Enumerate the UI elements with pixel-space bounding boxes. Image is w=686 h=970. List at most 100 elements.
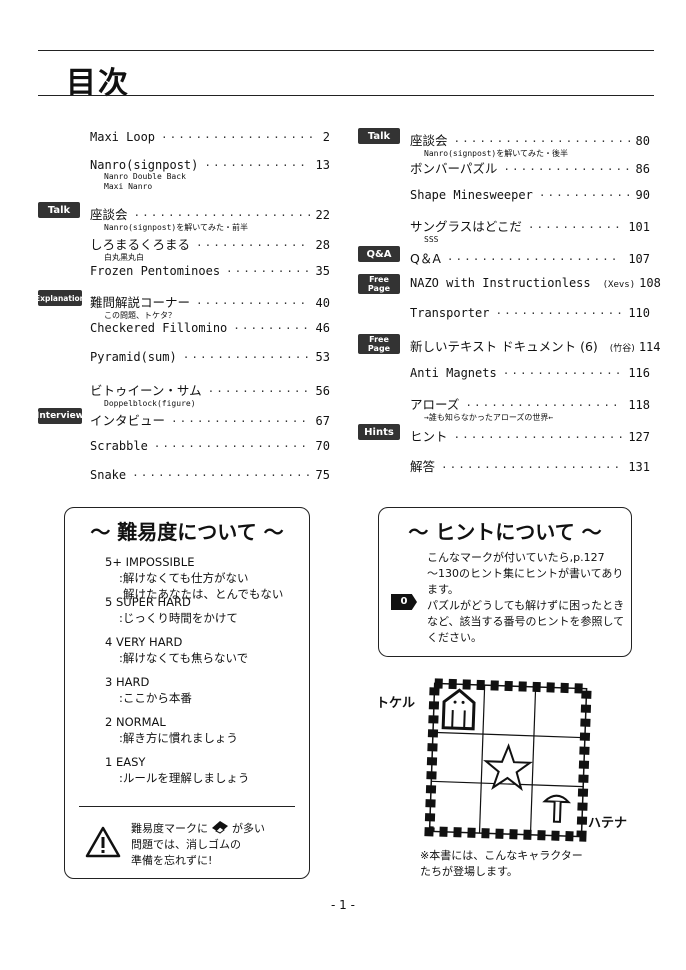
toc-subtitle: Maxi Nanro [104, 182, 153, 191]
warning-line-1b: が多い [232, 822, 265, 835]
toc-leader-dots: ········································… [233, 322, 309, 335]
toc-entry[interactable]: Q&A Q＆A··································… [358, 246, 650, 267]
toc-entry[interactable]: サングラスはどこだ·······························… [410, 216, 650, 245]
toc-row: Shape Minesweeper·······················… [410, 188, 650, 202]
toc-entry[interactable]: Frozen Pentominoes ······················… [90, 264, 330, 278]
toc-page-number: 56 [315, 384, 330, 398]
toc-entry[interactable]: Checkered Fillomino·····················… [90, 321, 330, 335]
toc-entry[interactable]: ビトゥイーン・サム·······························… [90, 380, 330, 409]
toc-leader-dots: ········································… [204, 159, 309, 172]
toc-leader-dots: ········································… [207, 385, 310, 398]
toc-title: 新しいテキスト ドキュメント (6) [410, 339, 598, 354]
difficulty-level-desc: 解けたあなたは、とんでもない [123, 587, 284, 601]
toc-entry[interactable]: Talk 座談会·································… [38, 202, 330, 233]
difficulty-level: 1 EASY:ルールを理解しましょう [105, 754, 305, 786]
toc-title: 座談会 [410, 133, 448, 148]
toc-leader-dots: ········································… [182, 351, 310, 364]
toc-subtitle: Nanro(signpost)を解いてみた・前半 [104, 223, 249, 232]
toc-page-number: 80 [635, 134, 650, 148]
hints-box: 〜 ヒントについて 〜 0 こんなマークが付いていたら,p.127〜130のヒン… [378, 507, 632, 657]
difficulty-level-desc: :解き方に慣れましょう [119, 731, 238, 745]
toc-entry[interactable]: ボンバーパズル ·································… [410, 158, 650, 177]
toc-entry[interactable]: Maxi Loop·······························… [90, 130, 330, 144]
toc-entry[interactable]: Hints ヒント································… [358, 424, 650, 445]
section-tag: Hints [358, 424, 400, 440]
toc-row: しろまるくろまる································… [90, 234, 330, 253]
toc-entry[interactable]: Talk 座談会·································… [358, 128, 650, 159]
difficulty-level-desc: :じっくり時間をかけて [119, 611, 238, 625]
toc-leader-dots: ········································… [527, 221, 623, 234]
toc-entry[interactable]: Shape Minesweeper·······················… [410, 188, 650, 202]
difficulty-level: 5 SUPER HARD :じっくり時間をかけて [105, 594, 305, 626]
toc-row: Q＆A·····································… [410, 248, 650, 267]
toc-title: Frozen Pentominoes [90, 264, 221, 278]
toc-entry[interactable]: アローズ····································… [410, 394, 650, 423]
warning-line-1: 難易度マークに [131, 822, 208, 835]
toc-title: ヒント [410, 429, 448, 444]
toc-page-number: 22 [315, 208, 330, 222]
difficulty-level-name: 5 SUPER HARD [105, 595, 191, 609]
toc-page-number: 67 [315, 414, 330, 428]
toc-entry[interactable]: Explanation難問解説コーナー·····················… [35, 290, 330, 321]
toc-entry[interactable]: Pyramid(sum) ····························… [90, 350, 330, 364]
section-tag: Talk [38, 202, 80, 218]
section-tag: Talk [358, 128, 400, 144]
character-grid-illustration [424, 678, 592, 842]
difficulty-level-desc: :ここから本番 [119, 691, 192, 705]
toc-title: Pyramid(sum) [90, 350, 177, 364]
difficulty-level-name: 2 NORMAL [105, 715, 166, 729]
warning-line-2: 問題では、消しゴムの [131, 838, 241, 851]
warning-line-3: 準備を忘れずに! [131, 854, 213, 867]
toc-subtitle: Doppelblock(figure) [104, 399, 196, 408]
toc-page-number: 86 [635, 162, 650, 176]
toc-row: ヒント·····································… [410, 426, 650, 445]
difficulty-level-desc: :解けなくても仕方がない [119, 571, 249, 585]
difficulty-level: 3 HARD :ここから本番 [105, 674, 305, 706]
toc-leader-dots: ········································… [465, 399, 622, 412]
toc-row: インタビュー··································… [90, 410, 330, 429]
toc-subtitle: この問題、トケタ？ [104, 311, 176, 320]
toc-row: Scrabble································… [90, 439, 330, 453]
toc-row: ビトゥイーン・サム·······························… [90, 380, 330, 399]
toc-row: サングラスはどこだ·······························… [410, 216, 650, 235]
page-number: - 1 - [331, 898, 355, 912]
toc-leader-dots: ········································… [132, 469, 310, 482]
hint-marker-badge: 0 [391, 594, 417, 610]
caption-line-2: たちが登場します。 [420, 865, 518, 878]
toc-page-number: 101 [628, 220, 650, 234]
toc-row: ボンバーパズル ·································… [410, 158, 650, 177]
toc-page-number: 107 [628, 252, 650, 266]
toc-page-number: 108 [639, 276, 661, 290]
toc-entry[interactable]: Scrabble································… [90, 439, 330, 453]
toc-leader-dots: ········································… [226, 265, 310, 278]
eraser-icon [212, 821, 228, 834]
toc-title: 座談会 [90, 207, 128, 222]
section-tag: Q&A [358, 246, 400, 262]
toc-row: 座談会·····································… [410, 130, 650, 149]
toc-leader-dots: ········································… [503, 163, 629, 176]
toc-entry[interactable]: Anti Magnets····························… [410, 366, 650, 380]
toc-title: Transporter [410, 306, 490, 320]
difficulty-warning: 難易度マークに が多い 問題では、消しゴムの 準備を忘れずに! [131, 820, 301, 869]
toc-entry[interactable]: Interviewインタビュー·························… [36, 408, 330, 429]
toc-page-number: 13 [315, 158, 330, 172]
toc-page-number: 35 [315, 264, 330, 278]
toc-entry[interactable]: 解答······································… [410, 456, 650, 475]
toc-row: Transporter·····························… [410, 306, 650, 320]
difficulty-level-name: 3 HARD [105, 675, 150, 689]
toc-row: 座談会·····································… [90, 204, 330, 223]
toc-entry[interactable]: しろまるくろまる································… [90, 234, 330, 263]
difficulty-level: 5+ IMPOSSIBLE:解けなくても仕方がない解けたあなたは、とんでもない [105, 554, 305, 602]
toc-title: インタビュー [90, 413, 166, 428]
tag-text: Page [367, 344, 391, 353]
top-rule [38, 50, 654, 51]
hints-text: こんなマークが付いていたら,p.127〜130のヒント集にヒントが書いてあります… [427, 550, 627, 646]
toc-title: ボンバーパズル [410, 161, 498, 176]
toc-entry[interactable]: Nanro(signpost)·························… [90, 158, 330, 192]
toc-entry[interactable]: Transporter·····························… [410, 306, 650, 320]
toc-page-number: 70 [315, 439, 330, 453]
toc-entry[interactable]: Snake···································… [90, 468, 330, 482]
